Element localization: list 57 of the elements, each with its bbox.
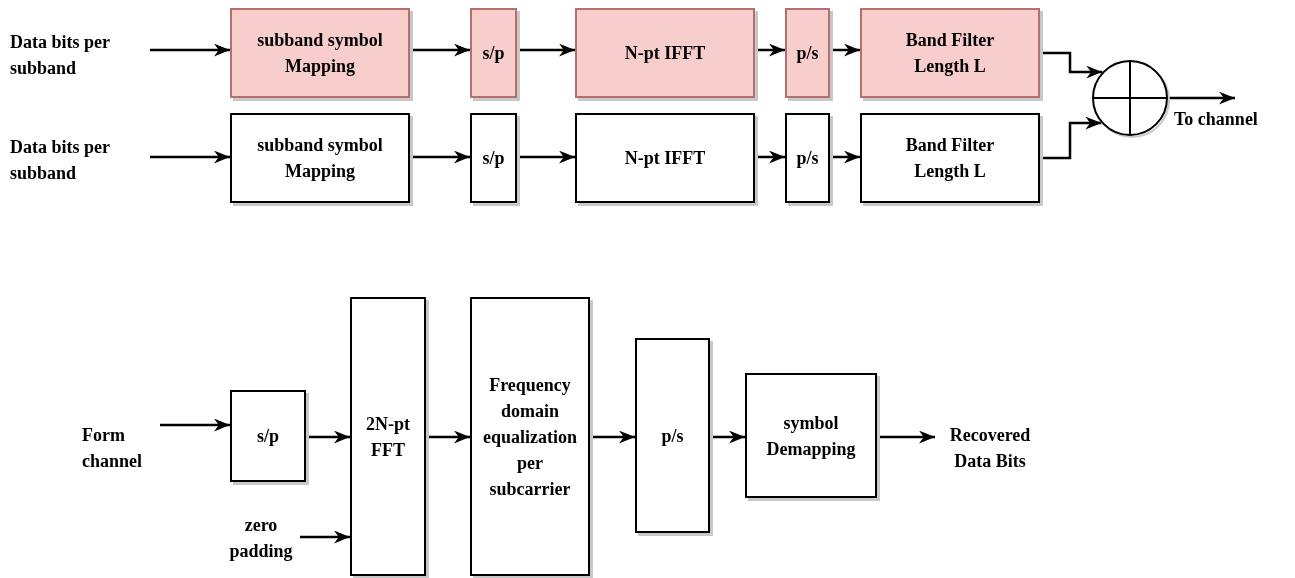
process-box [575,113,755,203]
signal-label-text: To channel [1173,108,1259,131]
block-label: N-pt IFFT [623,42,707,65]
block-label: p/s [660,424,685,448]
arrow [300,530,350,544]
arrow [306,430,350,444]
block-label: subband symbol Mapping [256,29,384,78]
block-label: 2N-pt FFT [365,412,411,462]
process-box [230,390,306,482]
signal-label-text: Data bits per subband [9,31,111,80]
signal-label-text: Form channel [81,424,143,473]
process-box [230,8,410,98]
arrow [755,43,785,57]
block-label: symbol Demapping [765,411,857,461]
block-label: Band Filter Length L [904,134,996,183]
arrow [710,430,745,444]
arrow [426,430,470,444]
block-label: subband symbol Mapping [256,134,384,183]
process-box [860,8,1040,98]
process-box [635,338,710,533]
block-label: p/s [795,147,820,170]
process-box [230,113,410,203]
block-label: Band Filter Length L [904,29,996,78]
arrow [1040,51,1103,79]
block-label: p/s [795,42,820,65]
arrow [830,43,860,57]
arrow [517,150,575,164]
block-label: s/p [256,425,280,448]
arrow [517,43,575,57]
arrow [150,43,230,57]
signal-label-text: Data bits per subband [9,136,111,185]
arrow [160,418,230,432]
process-box [785,113,830,203]
arrow [150,150,230,164]
process-box [470,113,517,203]
process-box [470,8,517,98]
process-box [575,8,755,98]
summing-junction [1092,60,1168,136]
arrow [590,430,635,444]
arrow [1168,91,1235,105]
arrow [410,150,470,164]
block-label: N-pt IFFT [623,147,707,170]
process-box [470,297,590,576]
process-box [745,373,877,498]
block-label: s/p [481,147,506,170]
process-box [860,113,1040,203]
process-box [785,8,830,98]
arrow [877,430,935,444]
arrow [1040,116,1102,160]
block-label: s/p [481,42,506,65]
signal-label-text: zero padding [228,514,294,563]
arrow [410,43,470,57]
block-label: Frequency domain equalization per subcarrier [482,373,578,501]
process-box [350,297,426,576]
signal-label-text: Recovered Data Bits [948,424,1032,473]
arrow [830,150,860,164]
arrow [755,150,785,164]
